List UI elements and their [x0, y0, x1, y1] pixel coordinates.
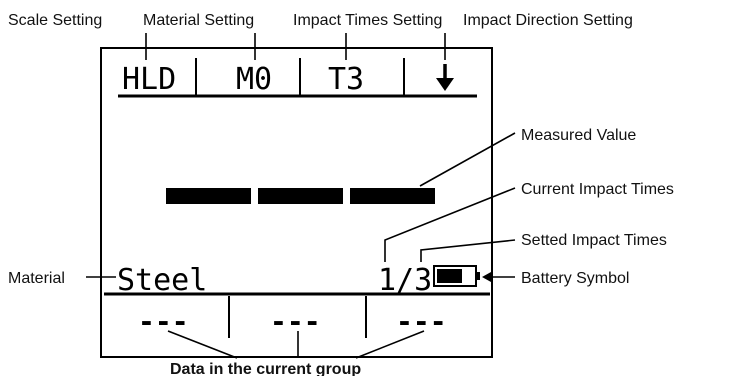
measured-value-label: Measured Value — [521, 127, 636, 144]
measured-value-digit-1 — [166, 188, 251, 204]
measured-value-digit-2 — [258, 188, 343, 204]
current-impact-times-leader — [384, 187, 516, 262]
impact-direction-setting-label: Impact Direction Setting — [463, 12, 633, 29]
setted-impact-times-label: Setted Impact Times — [521, 232, 667, 249]
impact-times-setting-label: Impact Times Setting — [293, 12, 442, 29]
group-value-3: --- — [396, 305, 447, 338]
impact-counter-value: 1/3 — [378, 263, 432, 298]
material-setting-label: Material Setting — [143, 12, 254, 29]
measured-value-leader — [419, 132, 516, 187]
lcd-screen-frame — [100, 47, 493, 358]
group-data-leader-1 — [167, 330, 238, 359]
group-data-label: Data in the current group — [170, 361, 361, 376]
current-impact-times-label: Current Impact Times — [521, 181, 674, 198]
measured-value-digit-3 — [350, 188, 435, 204]
scale-value: HLD — [122, 62, 176, 97]
group-data-leader-3 — [355, 330, 425, 359]
impact-times-value: T3 — [328, 62, 364, 97]
battery-leader-arrowhead — [482, 272, 491, 282]
battery-icon — [433, 265, 480, 287]
material-label: Material — [8, 270, 65, 287]
arrow-down-icon — [436, 64, 454, 91]
material-name-value: Steel — [117, 263, 207, 298]
material-code-value: M0 — [236, 62, 272, 97]
battery-symbol-label: Battery Symbol — [521, 270, 629, 287]
group-value-1: --- — [138, 305, 189, 338]
scale-setting-label: Scale Setting — [8, 12, 102, 29]
group-value-2: --- — [270, 305, 321, 338]
setted-impact-times-leader — [420, 239, 516, 262]
